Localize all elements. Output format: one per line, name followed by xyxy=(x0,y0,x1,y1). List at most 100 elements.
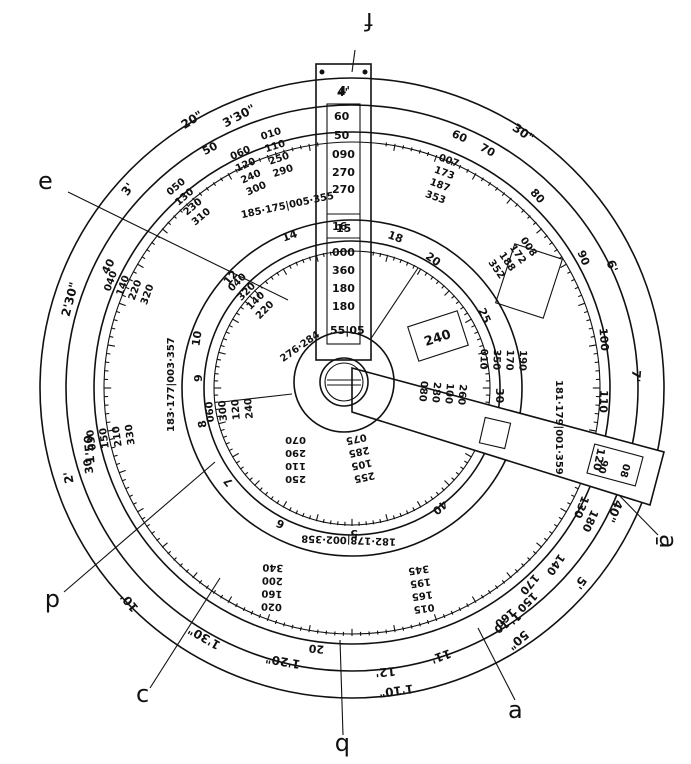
scale-tick xyxy=(118,302,126,307)
scale-tick xyxy=(212,589,217,594)
scale-tick xyxy=(215,365,220,368)
slide-scale-value: 360 xyxy=(332,264,355,277)
scale-tick xyxy=(291,147,294,152)
outer-label: 5' xyxy=(571,574,589,592)
scale-tick xyxy=(460,306,464,310)
outer-label: 1'20" xyxy=(264,651,301,671)
scale-tick xyxy=(308,256,312,261)
bearing-value: 060 xyxy=(204,401,217,423)
scale-tick xyxy=(527,215,531,219)
bearing-value: 210 xyxy=(111,425,125,447)
inner-number: 25 xyxy=(475,306,493,325)
scale-tick xyxy=(450,610,454,615)
scale-tick xyxy=(274,151,278,157)
bearing-value: 030 xyxy=(85,429,99,451)
scale-tick xyxy=(128,494,133,498)
scale-tick xyxy=(308,625,311,633)
scale-tick xyxy=(220,344,225,348)
scale-tick xyxy=(218,421,226,425)
hub-screw[interactable] xyxy=(324,362,364,402)
scale-tick xyxy=(228,448,233,452)
cursor-window-value: 90 xyxy=(595,458,609,474)
scale-tick xyxy=(560,507,568,513)
scale-tick xyxy=(506,572,512,579)
scale-tick xyxy=(299,626,302,631)
scale-tick xyxy=(151,241,155,246)
label-c: c xyxy=(136,680,149,708)
scale-tick xyxy=(514,203,519,208)
scale-tick xyxy=(586,319,591,322)
scale-tick xyxy=(308,143,311,151)
scale-tick xyxy=(274,619,278,625)
cursor-window xyxy=(586,443,644,487)
scale-tick xyxy=(567,502,572,505)
bearing-value: 020 xyxy=(261,600,282,612)
scale-tick xyxy=(235,168,238,173)
scale-tick xyxy=(441,285,445,289)
scale-tick xyxy=(392,256,396,261)
scale-tick xyxy=(501,192,506,197)
scale-tick xyxy=(282,501,288,508)
scale-tick xyxy=(242,607,246,612)
scale-tick xyxy=(471,172,477,180)
inner-number: 10 xyxy=(190,330,205,347)
scale-tick xyxy=(593,421,598,424)
scale-tick xyxy=(167,221,172,226)
outer-label: 30" xyxy=(510,121,537,146)
scale-tick xyxy=(185,568,190,573)
scale-tick xyxy=(136,263,144,269)
scale-tick xyxy=(192,572,198,579)
inner-number: 14 xyxy=(280,227,299,245)
scale-tick xyxy=(225,331,230,335)
scale-tick xyxy=(482,358,488,361)
scale-tick xyxy=(476,337,482,341)
slide-scale-value: 180 xyxy=(332,282,355,295)
middle-label: 90 xyxy=(575,248,593,267)
scale-tick xyxy=(474,331,479,335)
scale-tick xyxy=(464,312,469,316)
bearing-value: 070 xyxy=(285,434,306,445)
scale-tick xyxy=(322,518,325,524)
leader-b xyxy=(339,639,344,736)
middle-label: 70 xyxy=(478,141,498,160)
scale-tick xyxy=(451,477,455,481)
arm-window xyxy=(478,416,512,450)
vertical-slide[interactable] xyxy=(315,63,372,361)
scale-tick xyxy=(405,261,409,266)
bearing-value: 190 xyxy=(516,350,528,371)
scale-tick xyxy=(379,518,382,524)
scale-tick xyxy=(329,251,332,256)
scale-tick xyxy=(216,358,222,361)
bearing-value: 350 xyxy=(490,349,502,370)
slide-scale-value: 090 xyxy=(332,148,355,161)
outer-label: 2' xyxy=(61,470,77,484)
bearing-value: 255 xyxy=(353,469,376,484)
scale-tick xyxy=(399,258,403,264)
bearing-value: 285 xyxy=(348,444,371,459)
scale-tick xyxy=(471,324,476,328)
scale-tick xyxy=(589,429,597,432)
middle-label: 110 xyxy=(596,390,610,414)
scale-tick xyxy=(571,278,576,282)
scale-tick xyxy=(258,157,262,163)
scale-tick xyxy=(301,258,305,264)
scale-tick xyxy=(198,192,203,197)
scale-tick xyxy=(455,471,460,476)
scale-tick xyxy=(107,344,115,347)
scale-tick xyxy=(450,161,454,166)
scale-tick xyxy=(464,460,469,464)
scale-tick xyxy=(242,164,246,169)
bearing-value: 080 xyxy=(416,380,429,402)
scale-tick xyxy=(487,589,492,594)
scale-tick xyxy=(109,335,114,338)
hub-outer xyxy=(293,331,395,433)
scale-tick xyxy=(118,469,126,474)
scale-tick xyxy=(532,221,537,226)
scale-tick xyxy=(254,290,260,296)
scale-tick xyxy=(266,154,271,162)
slide-scale-value: 180 xyxy=(332,300,355,313)
label-f: f xyxy=(364,7,373,35)
